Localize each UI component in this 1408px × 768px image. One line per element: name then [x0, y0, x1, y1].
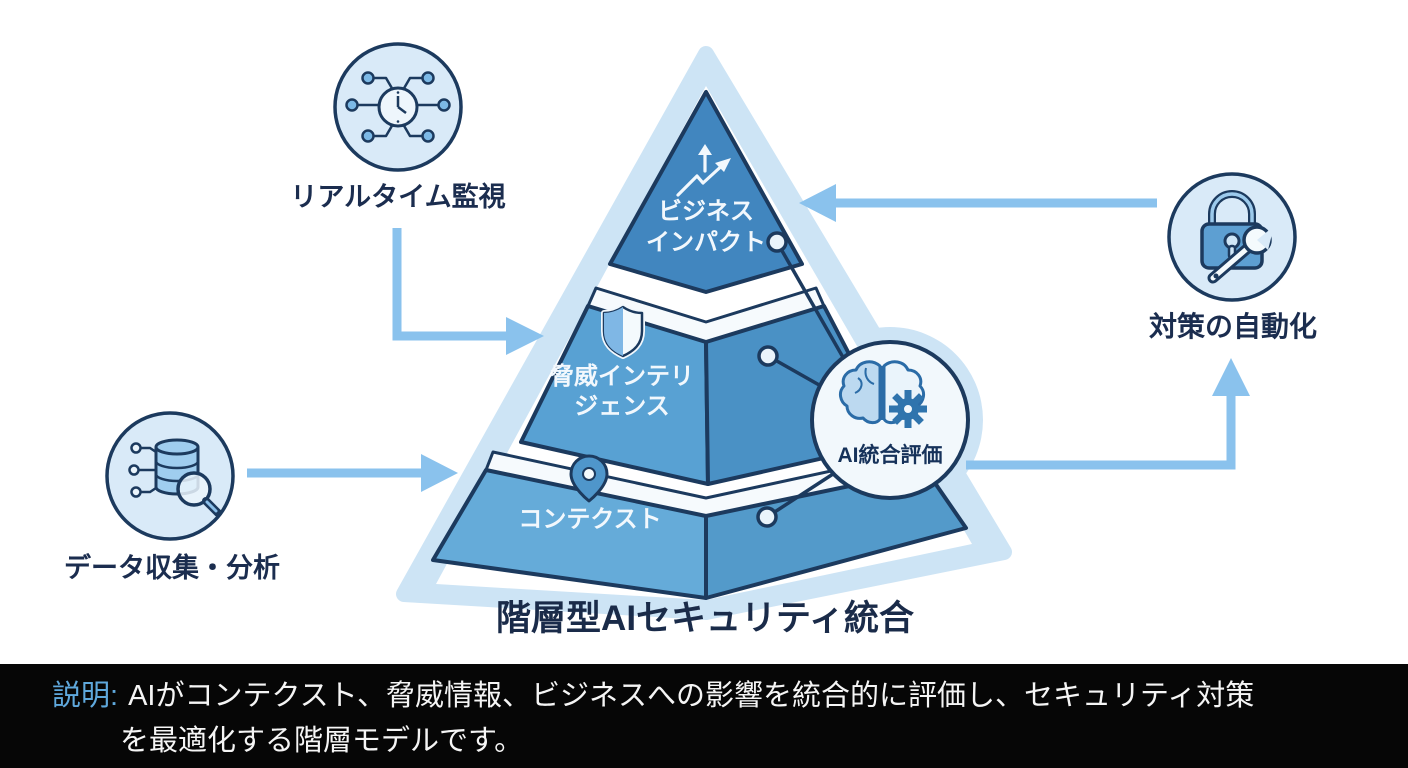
- lock-wrench-icon: [1200, 190, 1274, 284]
- connector-dot-context: [756, 506, 778, 528]
- shield-icon: [601, 304, 645, 359]
- automation-label: 対策の自動化: [1149, 310, 1317, 342]
- clock-network-icon: [345, 71, 451, 143]
- tier-threat-label-line2: ジェンス: [574, 393, 670, 420]
- caption-prefix: 説明:: [52, 680, 119, 712]
- ai-hub: AI統合評価: [810, 340, 970, 500]
- arrow-automation-head: [799, 184, 836, 222]
- gear-icon: [889, 390, 927, 428]
- caption-text-line2: を最適化する階層モデルです。: [120, 725, 524, 757]
- tier-business-label-line1: ビジネス: [658, 198, 754, 225]
- realtime-monitoring-label: リアルタイム監視: [290, 182, 505, 212]
- flow-arrows: [247, 184, 1250, 492]
- tier-business-face: [608, 90, 804, 294]
- caption-line1: 説明: AIがコンテクスト、脅威情報、ビジネスへの影響を統合的に評価し、セキュリテ…: [52, 674, 1408, 719]
- caption-text-line1: AIがコンテクスト、脅威情報、ビジネスへの影響を統合的に評価し、セキュリティ対策: [128, 680, 1255, 712]
- arrow-hub-to-automation: [966, 396, 1236, 470]
- tier-business-label-line2: インパクト: [646, 229, 766, 256]
- arrow-hub-head: [1212, 358, 1250, 396]
- connector-dot-business: [766, 231, 788, 253]
- arrow-monitoring-head: [506, 317, 544, 355]
- map-pin-icon: [569, 454, 609, 503]
- diagram-title: 階層型AIセキュリティ統合: [496, 599, 914, 638]
- brain-gear-icon: [838, 360, 927, 428]
- caption-bar: 説明: AIがコンテクスト、脅威情報、ビジネスへの影響を統合的に評価し、セキュリテ…: [0, 664, 1408, 768]
- diagram-svg: ビジネス インパクト 脅威インテリ ジェンス コンテクスト: [64, 42, 1317, 638]
- caption-line2: を最適化する階層モデルです。: [120, 719, 1408, 764]
- tier-threat-label-line1: 脅威インテリ: [549, 362, 694, 390]
- callout-realtime-monitoring: リアルタイム監視: [290, 42, 506, 212]
- connector-dot-threat: [757, 345, 779, 367]
- database-search-icon: [128, 438, 222, 517]
- arrow-data-head: [421, 454, 458, 492]
- callout-data-collection: データ収集・分析: [64, 411, 280, 583]
- data-collection-label: データ収集・分析: [64, 552, 280, 583]
- trend-up-icon: [676, 144, 731, 197]
- callout-automation: 対策の自動化: [1149, 172, 1317, 342]
- wrench-icon: [1207, 225, 1274, 284]
- arrow-monitoring-to-threat: [392, 228, 506, 341]
- ai-hub-label: AI統合評価: [838, 443, 943, 467]
- tier-context-label: コンテクスト: [518, 506, 661, 533]
